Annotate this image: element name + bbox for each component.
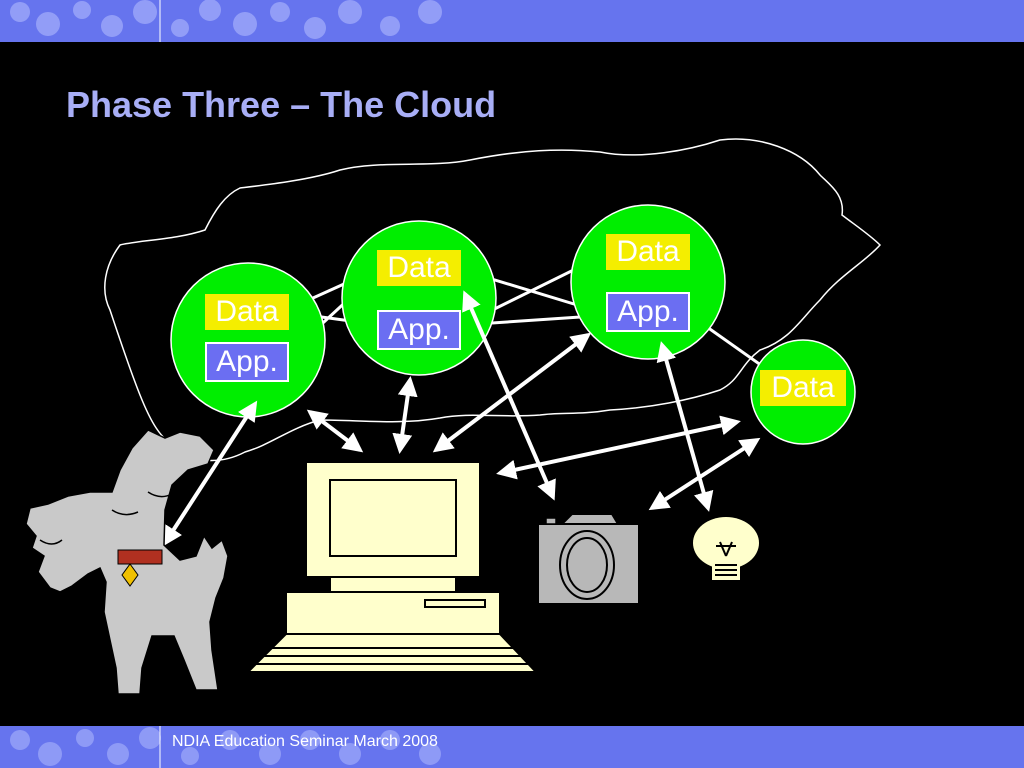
- node-2-app-label: App.: [377, 310, 461, 350]
- computer-icon: [245, 461, 539, 673]
- arrows: [162, 290, 761, 547]
- node-4-data-label: Data: [760, 370, 846, 406]
- node-1-data-label: Data: [205, 294, 289, 330]
- node-3-data-label: Data: [606, 234, 690, 270]
- slide-footer: NDIA Education Seminar March 2008: [172, 733, 438, 750]
- lightbulb-icon: [693, 517, 759, 580]
- node-1: [170, 262, 326, 418]
- dog-icon: [25, 429, 229, 695]
- node-3-app-label: App.: [606, 292, 690, 332]
- node-2: [341, 220, 497, 376]
- node-2-data-label: Data: [377, 250, 461, 286]
- footer-band: [0, 726, 1024, 768]
- header-band: [0, 0, 1024, 42]
- node-1-app-label: App.: [205, 342, 289, 382]
- camera-icon: [537, 513, 640, 605]
- header-bubbles-decoration: [10, 0, 442, 42]
- footer-bubbles-decoration: [10, 726, 441, 768]
- node-3: [570, 204, 726, 360]
- slide-title: Phase Three – The Cloud: [66, 84, 497, 125]
